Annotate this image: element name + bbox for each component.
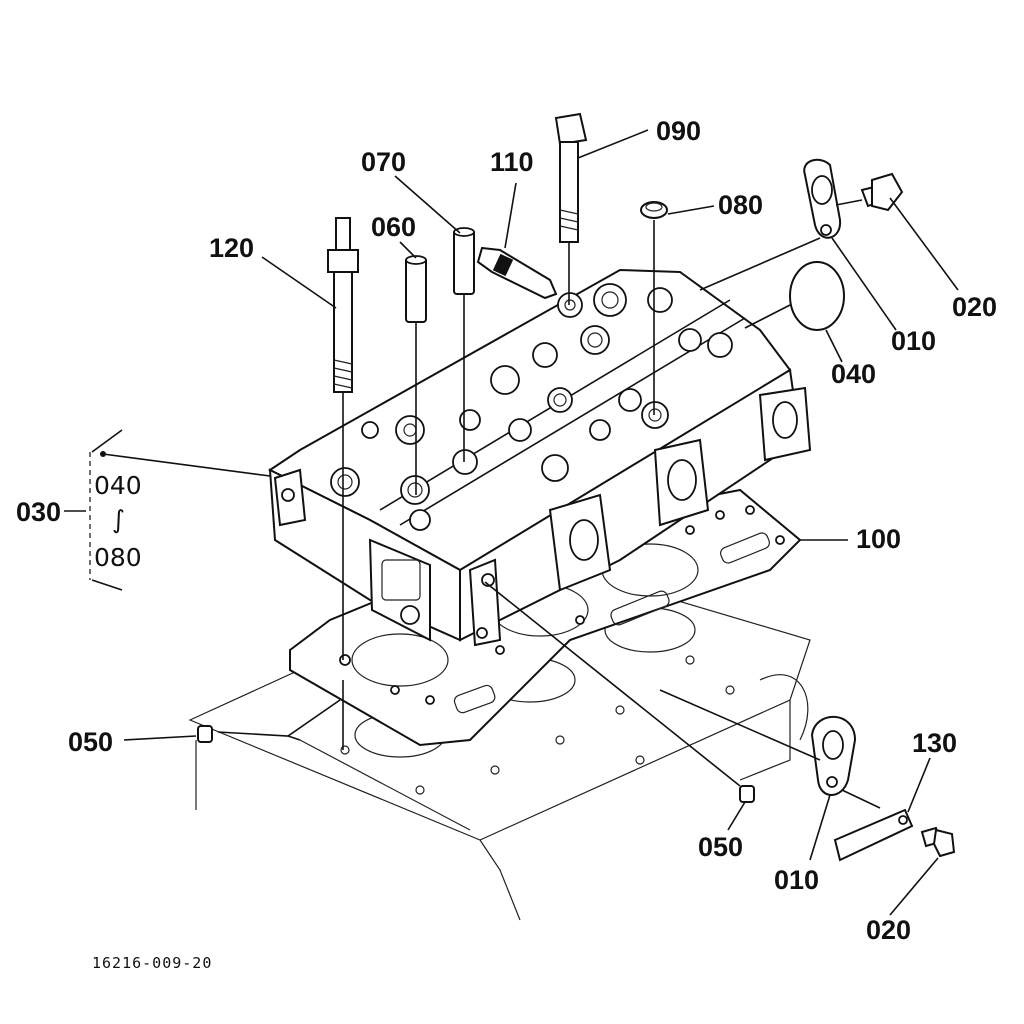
part-070-valve-guide	[453, 227, 475, 295]
leader-lines	[64, 129, 959, 916]
part-090-head-bolt	[554, 112, 588, 243]
part-110-injector	[476, 246, 558, 300]
callout-080: 080	[718, 190, 763, 220]
callout-060: 060	[371, 212, 416, 242]
callout-050-mid: 050	[698, 832, 743, 862]
callout-010-top: 010	[891, 326, 936, 356]
callout-090: 090	[656, 116, 701, 146]
callout-110: 110	[490, 147, 534, 177]
part-080-seal	[640, 201, 668, 219]
callout-100: 100	[856, 524, 901, 554]
callout-030: 030	[16, 497, 61, 527]
callout-040: 040	[831, 359, 876, 389]
part-010-plate-top	[803, 158, 842, 239]
callout-070: 070	[361, 147, 406, 177]
callout-050-left: 050	[68, 727, 113, 757]
part-040-plug	[789, 261, 845, 331]
part-130-plate	[833, 808, 914, 862]
callout-020-top: 020	[952, 292, 997, 322]
part-120-stud	[327, 217, 359, 393]
part-010-plate-bottom	[810, 715, 857, 796]
callout-020-bottom: 020	[866, 915, 911, 945]
part-050-dowel-left	[197, 725, 213, 743]
part-020-bolt-bottom	[920, 826, 956, 858]
group-030-to: 080	[94, 543, 142, 572]
callout-120: 120	[209, 233, 254, 263]
part-060-valve-guide	[405, 255, 427, 323]
part-020-bolt-top	[860, 172, 904, 212]
group-030-tilde: ∫	[112, 505, 125, 534]
part-050-dowel-mid	[739, 785, 755, 803]
callout-010-bottom: 010	[774, 865, 819, 895]
callout-130: 130	[912, 728, 957, 758]
group-030-from: 040	[94, 471, 142, 500]
drawing-code: 16216-009-20	[92, 954, 212, 972]
